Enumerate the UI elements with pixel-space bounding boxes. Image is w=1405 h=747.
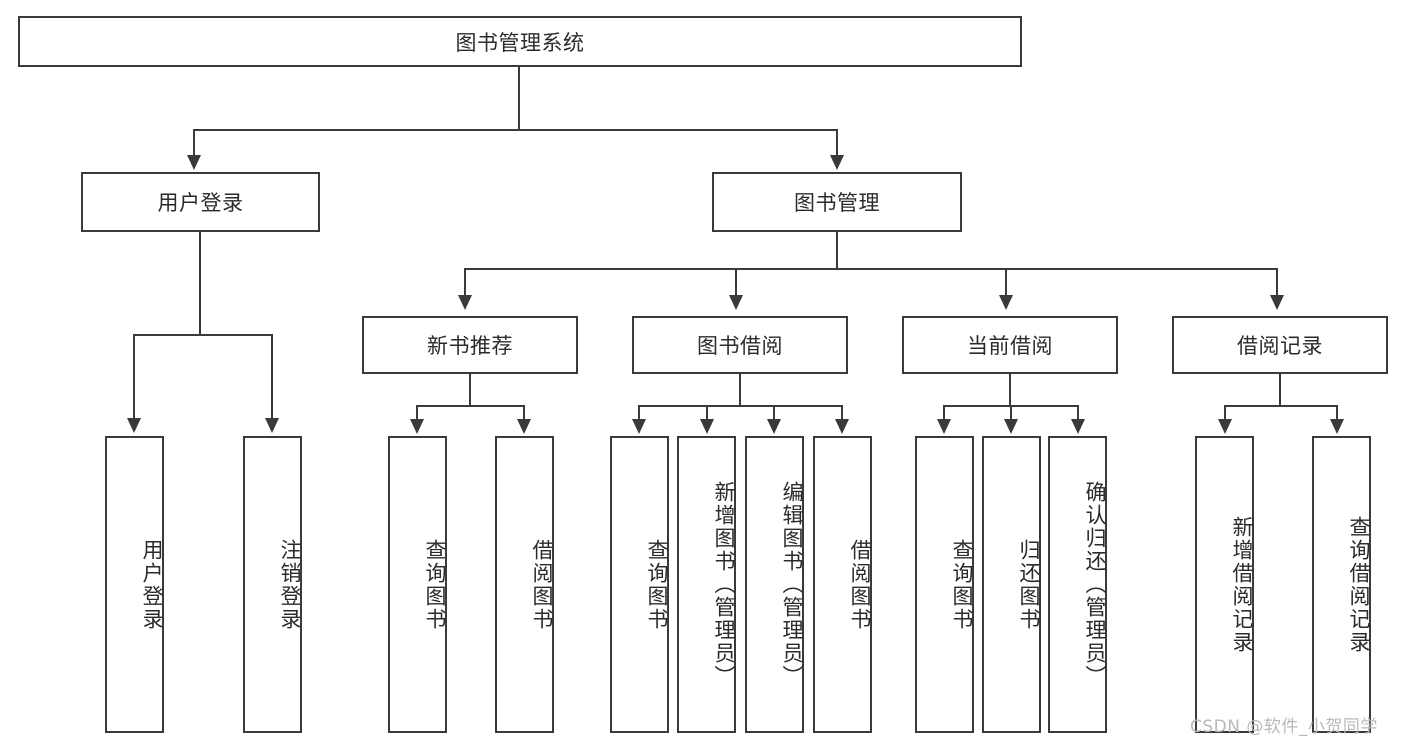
node-label: 图书借阅 — [697, 334, 783, 358]
arrow-bb-leaf-3 — [767, 419, 781, 434]
arrow-cb-leaf-3 — [1071, 419, 1085, 434]
arrow-to-new-book-recommend — [458, 295, 472, 310]
node-label: 借阅记录 — [1237, 334, 1323, 358]
node-label: 用户登录 — [140, 538, 164, 631]
edge-bb-leaf-1 — [638, 405, 640, 420]
edge-bb-leaf-3 — [773, 405, 775, 420]
node-borrow-record[interactable]: 借阅记录 — [1172, 316, 1388, 374]
edge-user-login-leaf-2 — [271, 334, 273, 419]
node-label: 图书管理系统 — [455, 30, 585, 55]
arrow-to-user-login — [187, 155, 201, 170]
edge-cb-leaf-3 — [1077, 405, 1079, 420]
node-label: 编辑图书（管理员） — [780, 481, 804, 688]
arrow-br-leaf-2 — [1330, 419, 1344, 434]
node-label: 新增借阅记录 — [1230, 515, 1254, 654]
edge-book-borrow-bar — [638, 405, 842, 407]
arrow-br-leaf-1 — [1218, 419, 1232, 434]
arrow-user-login-leaf-2 — [265, 418, 279, 433]
node-book-management[interactable]: 图书管理 — [712, 172, 962, 232]
edge-borrow-record-bar — [1224, 405, 1337, 407]
leaf-user-login-2[interactable]: 注销登录 — [243, 436, 302, 733]
edge-cb-leaf-2 — [1010, 405, 1012, 420]
edge-user-login-stem — [199, 232, 201, 334]
node-label: 归还图书 — [1017, 538, 1041, 631]
node-label: 查询图书 — [645, 538, 669, 631]
arrow-user-login-leaf-1 — [127, 418, 141, 433]
edge-level3-bar — [464, 268, 1278, 270]
edge-book-borrow-stem — [739, 374, 741, 406]
edge-new-book-recommend-stem — [469, 374, 471, 406]
edge-to-book-borrow — [735, 268, 737, 296]
node-label: 查询图书 — [950, 538, 974, 631]
node-label: 确认归还（管理员） — [1083, 481, 1107, 688]
arrow-cb-leaf-1 — [937, 419, 951, 434]
leaf-borrow-record-2[interactable]: 查询借阅记录 — [1312, 436, 1371, 733]
node-label: 图书管理 — [794, 191, 880, 215]
edge-borrow-record-stem — [1279, 374, 1281, 406]
arrow-cb-leaf-2 — [1004, 419, 1018, 434]
arrow-bb-leaf-2 — [700, 419, 714, 434]
arrow-nbr-leaf-2 — [517, 419, 531, 434]
node-label: 查询借阅记录 — [1347, 515, 1371, 654]
edge-user-login-leaf-1 — [133, 334, 135, 419]
leaf-current-borrow-3[interactable]: 确认归还（管理员） — [1048, 436, 1107, 733]
node-root-book-management-system[interactable]: 图书管理系统 — [18, 16, 1022, 67]
edge-nbr-leaf-2 — [523, 405, 525, 420]
edge-br-leaf-1 — [1224, 405, 1226, 420]
node-label: 新增图书（管理员） — [712, 481, 736, 688]
node-label: 借阅图书 — [848, 538, 872, 631]
edge-root-stem — [518, 67, 520, 129]
leaf-current-borrow-1[interactable]: 查询图书 — [915, 436, 974, 733]
node-label: 借阅图书 — [530, 538, 554, 631]
leaf-book-borrow-3[interactable]: 编辑图书（管理员） — [745, 436, 804, 733]
arrow-to-book-borrow — [729, 295, 743, 310]
leaf-book-borrow-1[interactable]: 查询图书 — [610, 436, 669, 733]
csdn-watermark: CSDN @软件_小贺同学 — [1190, 717, 1378, 737]
arrow-to-book-management — [830, 155, 844, 170]
edge-new-book-recommend-bar — [416, 405, 524, 407]
node-label: 用户登录 — [157, 191, 244, 215]
arrow-nbr-leaf-1 — [410, 419, 424, 434]
node-current-borrow[interactable]: 当前借阅 — [902, 316, 1118, 374]
edge-user-login-bar — [133, 334, 272, 336]
arrow-to-borrow-record — [1270, 295, 1284, 310]
edge-bb-leaf-2 — [706, 405, 708, 420]
edge-br-leaf-2 — [1336, 405, 1338, 420]
edge-cb-leaf-1 — [943, 405, 945, 420]
node-book-borrow[interactable]: 图书借阅 — [632, 316, 848, 374]
edge-to-new-book-recommend — [464, 268, 466, 296]
node-label: 注销登录 — [278, 538, 302, 631]
edge-to-user-login — [193, 129, 195, 157]
arrow-to-current-borrow — [999, 295, 1013, 310]
leaf-new-book-recommend-1[interactable]: 查询图书 — [388, 436, 447, 733]
edge-level2-bar — [193, 129, 838, 131]
leaf-book-borrow-4[interactable]: 借阅图书 — [813, 436, 872, 733]
leaf-borrow-record-1[interactable]: 新增借阅记录 — [1195, 436, 1254, 733]
node-label: 查询图书 — [423, 538, 447, 631]
edge-book-management-stem — [836, 232, 838, 269]
node-new-book-recommend[interactable]: 新书推荐 — [362, 316, 578, 374]
edge-current-borrow-stem — [1009, 374, 1011, 406]
leaf-book-borrow-2[interactable]: 新增图书（管理员） — [677, 436, 736, 733]
edge-to-current-borrow — [1005, 268, 1007, 296]
edge-to-book-management — [836, 129, 838, 157]
node-label: 新书推荐 — [427, 334, 513, 358]
edge-nbr-leaf-1 — [416, 405, 418, 420]
arrow-bb-leaf-1 — [632, 419, 646, 434]
leaf-user-login-1[interactable]: 用户登录 — [105, 436, 164, 733]
leaf-current-borrow-2[interactable]: 归还图书 — [982, 436, 1041, 733]
arrow-bb-leaf-4 — [835, 419, 849, 434]
leaf-new-book-recommend-2[interactable]: 借阅图书 — [495, 436, 554, 733]
node-label: 当前借阅 — [967, 334, 1053, 358]
edge-to-borrow-record — [1276, 268, 1278, 296]
node-user-login[interactable]: 用户登录 — [81, 172, 320, 232]
edge-bb-leaf-4 — [841, 405, 843, 420]
